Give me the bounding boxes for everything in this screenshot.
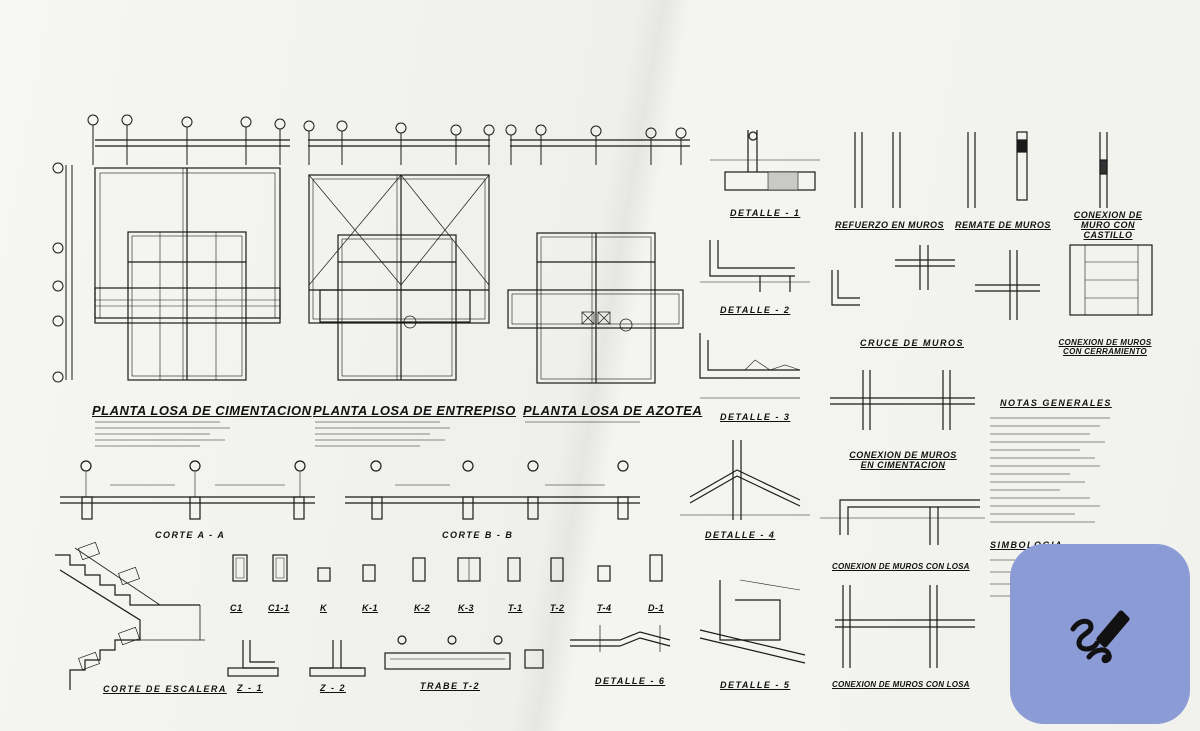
plan-cimentacion bbox=[94, 167, 281, 381]
title-conexion-cerramiento: CONEXION DE MUROS CON CERRAMIENTO bbox=[1058, 338, 1152, 356]
title-planta-azotea: PLANTA LOSA DE AZOTEA bbox=[523, 403, 703, 418]
title-detalle-2: DETALLE - 2 bbox=[720, 305, 791, 315]
column-label: K-2 bbox=[414, 603, 431, 613]
title-refuerzo-muros: REFUERZO EN MUROS bbox=[835, 220, 945, 230]
plan-entrepiso bbox=[308, 174, 490, 381]
title-detalle-6: DETALLE - 6 bbox=[595, 676, 666, 686]
detalle-1-drawing bbox=[710, 130, 820, 191]
losa-muros-drawing-2 bbox=[835, 585, 975, 668]
title-conexion-cimentacion: CONEXION DE MUROS EN CIMENTACION bbox=[849, 450, 957, 470]
column-label: T-4 bbox=[597, 603, 612, 613]
column-label: T-1 bbox=[508, 603, 523, 613]
losa-muros-drawing-1 bbox=[820, 499, 985, 545]
detalle-5-drawing bbox=[699, 579, 806, 664]
column-label: C1 bbox=[230, 603, 243, 613]
plan-notes bbox=[95, 421, 640, 447]
corte-escalera-drawing bbox=[55, 541, 205, 690]
cimentacion-muros-drawing bbox=[830, 370, 975, 430]
corte-b-drawing bbox=[345, 460, 640, 520]
axis-grid-left bbox=[52, 162, 73, 383]
title-cruce-muros: CRUCE DE MUROS bbox=[860, 338, 965, 348]
column-label: K-1 bbox=[362, 603, 379, 613]
zapata-sections bbox=[227, 640, 366, 677]
title-corte-escalera: CORTE DE ESCALERA bbox=[103, 684, 227, 694]
title-corte-a: CORTE A - A bbox=[155, 530, 226, 540]
title-z1: Z - 1 bbox=[237, 683, 264, 693]
title-detalle-3: DETALLE - 3 bbox=[720, 412, 791, 422]
column-label: K bbox=[320, 603, 327, 613]
edit-button[interactable] bbox=[1010, 544, 1190, 724]
notas-lines bbox=[990, 417, 1110, 597]
cruce-muros-drawing bbox=[831, 245, 1040, 320]
muros-details bbox=[854, 131, 1108, 208]
title-planta-entrepiso: PLANTA LOSA DE ENTREPISO bbox=[313, 403, 516, 418]
corte-a-drawing bbox=[60, 460, 315, 520]
detalle-6-drawing bbox=[570, 625, 671, 652]
detalle-4-drawing bbox=[680, 440, 810, 520]
column-sections bbox=[232, 554, 663, 582]
cerramiento-drawing bbox=[1069, 244, 1153, 316]
title-z2: Z - 2 bbox=[320, 683, 347, 693]
column-label: D-1 bbox=[648, 603, 665, 613]
title-conexion-losa-2: CONEXION DE MUROS CON LOSA bbox=[832, 680, 970, 689]
title-conexion-castillo: CONEXION DE MURO CON CASTILLO bbox=[1073, 210, 1143, 240]
title-simbologia: SIMBOLOGIA bbox=[990, 540, 1063, 550]
title-planta-cimentacion: PLANTA LOSA DE CIMENTACION bbox=[92, 403, 312, 418]
title-trabe: TRABE T-2 bbox=[420, 681, 481, 691]
edit-pen-icon bbox=[1070, 610, 1130, 664]
title-corte-b: CORTE B - B bbox=[442, 530, 514, 540]
title-detalle-5: DETALLE - 5 bbox=[720, 680, 791, 690]
title-remate-muros: REMATE DE MUROS bbox=[955, 220, 1051, 230]
title-detalle-1: DETALLE - 1 bbox=[730, 208, 801, 218]
plan-azotea bbox=[507, 232, 684, 384]
column-label: T-2 bbox=[550, 603, 565, 613]
title-detalle-4: DETALLE - 4 bbox=[705, 530, 776, 540]
trabe-section bbox=[384, 635, 544, 670]
column-label: K-3 bbox=[458, 603, 475, 613]
title-conexion-losa-1: CONEXION DE MUROS CON LOSA bbox=[832, 562, 970, 571]
detalle-2-drawing bbox=[700, 240, 810, 292]
column-label: C1-1 bbox=[268, 603, 290, 613]
detalle-3-drawing bbox=[699, 333, 801, 399]
title-notas-generales: NOTAS GENERALES bbox=[1000, 398, 1112, 408]
axis-grid-top bbox=[87, 114, 690, 165]
